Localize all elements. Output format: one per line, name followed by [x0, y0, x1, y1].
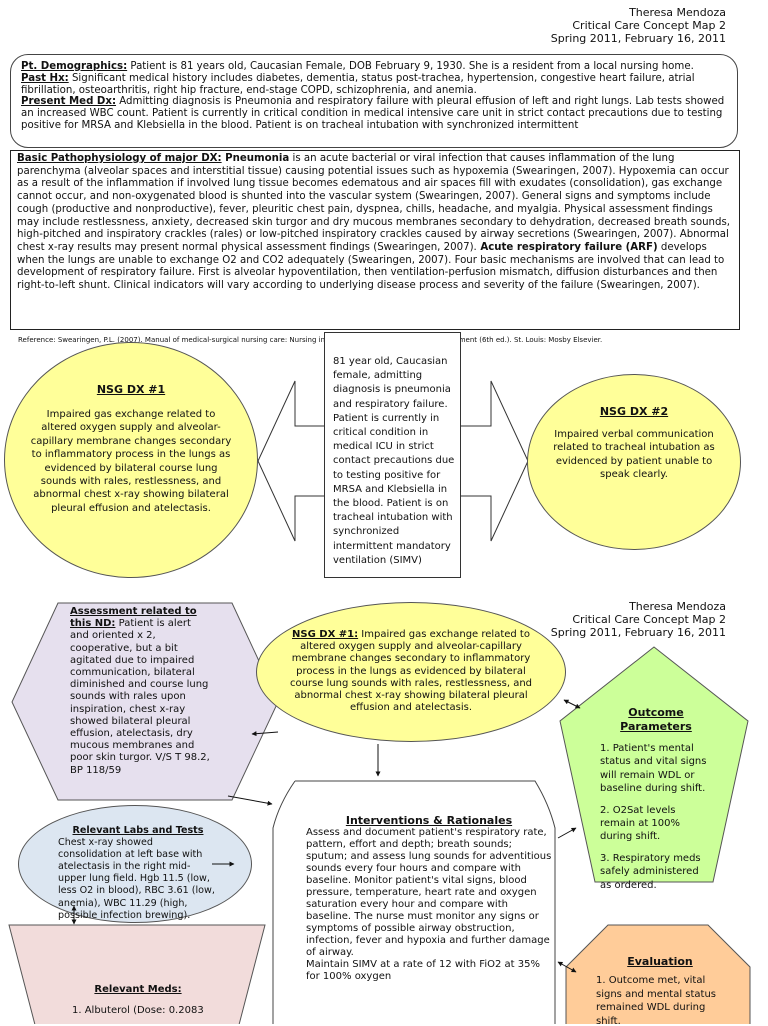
reference: Reference: Swearingen, P.L. (2007). Manu…	[18, 334, 740, 360]
nsg-dx2-title: NSG DX #2	[599, 405, 669, 418]
outcome-pentagon	[559, 646, 749, 883]
nsg-dx2-circle: NSG DX #2 Impaired verbal communication …	[527, 374, 741, 550]
present-dx-label: Present Med Dx:	[21, 96, 117, 108]
demographics-box: Pt. Demographics: Patient is 81 years ol…	[10, 54, 738, 148]
reference-text-2: ed.). St. Louis: Mosby Elsevier.	[493, 336, 603, 344]
demographics-text: Patient is 81 years old, Caucasian Femal…	[127, 61, 694, 72]
past-hx-text: Significant medical history includes dia…	[21, 72, 695, 96]
nsg-dx1-ellipse-title: NSG DX #1:	[292, 629, 359, 640]
author-name: Theresa Mendoza	[629, 6, 726, 19]
author-name-2: Theresa Mendoza	[629, 600, 726, 613]
outcome-item-2: 2. O2Sat levels remain at 100% during sh…	[600, 804, 681, 843]
patho-text-2: develops when the lungs are unable to ex…	[17, 241, 725, 292]
patho-label: Basic Pathophysiology of major DX:	[17, 153, 222, 164]
interventions-content: Interventions & Rationales Assess and do…	[306, 814, 552, 1026]
outcome-item-1: 1. Patient's mental status and vital sig…	[600, 743, 707, 795]
nsg-dx1-ellipse: NSG DX #1: Impaired gas exchange related…	[256, 602, 566, 742]
patho-text-1: is an acute bacterial or viral infection…	[17, 153, 731, 253]
demographics-label: Pt. Demographics:	[21, 61, 128, 72]
nsg-dx1-circle: NSG DX #1 Impaired gas exchange related …	[4, 342, 258, 578]
nsg-dx1-title: NSG DX #1	[96, 383, 166, 396]
meds-item-1: 1. Albuterol (Dose: 0.2083	[72, 1005, 204, 1016]
evaluation-title: Evaluation	[627, 955, 693, 968]
term-date-2: Spring 2011, February 16, 2011	[550, 626, 726, 639]
course-name: Critical Care Concept Map 2	[572, 19, 726, 32]
interventions-title: Interventions & Rationales	[345, 814, 513, 827]
interventions-text: Assess and document patient's respirator…	[306, 827, 552, 982]
patho-arf: Acute respiratory failure (ARF)	[476, 241, 658, 253]
evaluation-text: 1. Outcome met, vital signs and mental s…	[596, 975, 717, 1024]
header-top: Theresa Mendoza Critical Care Concept Ma…	[551, 6, 726, 45]
outcome-content: Outcome Parameters 1. Patient's mental s…	[600, 706, 712, 896]
nsg-dx2-text: Impaired verbal communication related to…	[553, 429, 715, 481]
present-dx-text: Admitting diagnosis is Pneumonia and res…	[21, 96, 725, 131]
header-bottom: Theresa Mendoza Critical Care Concept Ma…	[551, 600, 726, 639]
center-summary-box	[324, 332, 461, 578]
assessment-text: Patient is alert and oriented x 2, coope…	[70, 618, 210, 776]
patho-pneumonia: Pneumonia	[221, 153, 290, 164]
assessment-content: Assessment related to this ND: Patient i…	[70, 606, 212, 806]
pathophysiology-box: Basic Pathophysiology of major DX: Pneum…	[10, 150, 740, 330]
past-hx-label: Past Hx:	[21, 72, 69, 84]
interventions-frame	[272, 780, 556, 1024]
labs-text: Chest x-ray showed consolidation at left…	[58, 837, 215, 921]
meds-trapezoid	[8, 924, 266, 1024]
reference-sup: th	[486, 336, 494, 344]
reference-text: Reference: Swearingen, P.L. (2007). Manu…	[18, 336, 487, 344]
outcome-title: Outcome Parameters	[620, 706, 692, 733]
meds-title: Relevant Meds:	[94, 984, 182, 995]
nsg-dx1-text: Impaired gas exchange related to altered…	[30, 409, 232, 514]
course-name-2: Critical Care Concept Map 2	[572, 613, 726, 626]
labs-title: Relevant Labs and Tests	[72, 825, 204, 836]
term-date: Spring 2011, February 16, 2011	[550, 32, 726, 45]
labs-content: Relevant Labs and Tests Chest x-ray show…	[58, 825, 218, 943]
nsg-dx1-ellipse-text: Impaired gas exchange related to altered…	[289, 629, 533, 714]
center-summary-text: 81 year old, Caucasian female, admitting…	[333, 356, 455, 566]
assessment-title: Assessment related to this ND:	[70, 606, 197, 630]
evaluation-content: Evaluation 1. Outcome met, vital signs a…	[596, 955, 724, 1024]
outcome-item-3: 3. Respiratory meds safely administered …	[600, 852, 701, 891]
